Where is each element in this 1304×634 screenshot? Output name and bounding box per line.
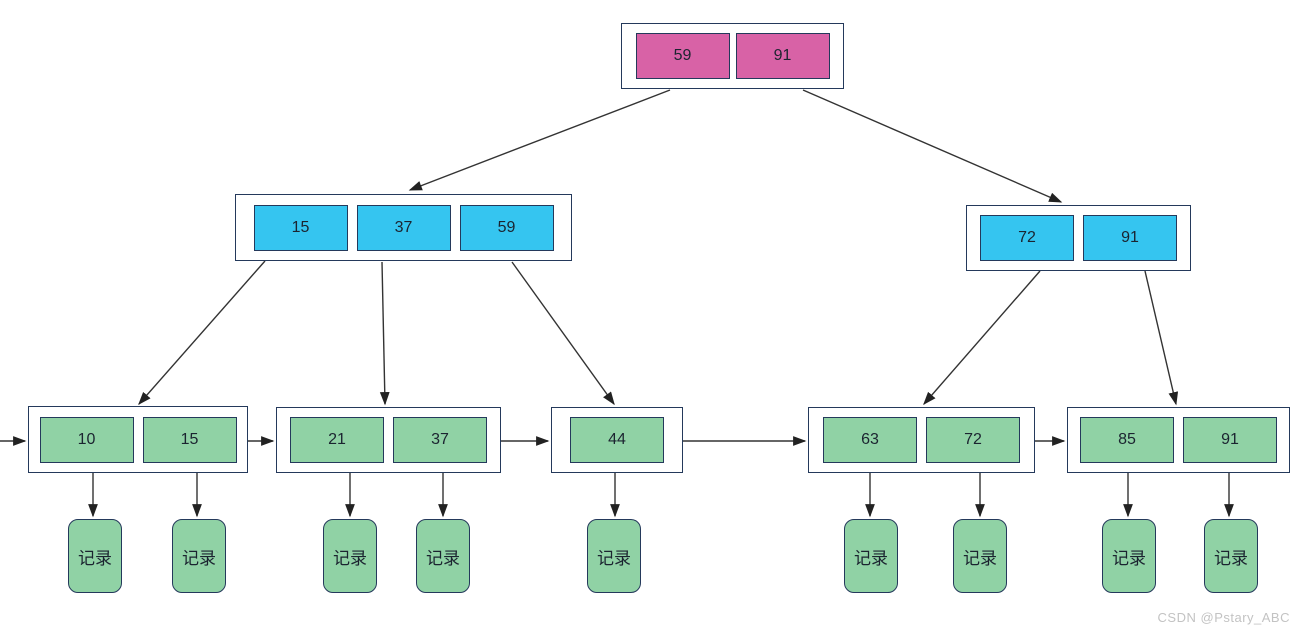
key-cell: 44	[570, 417, 664, 463]
record-box: 记录	[323, 519, 377, 593]
key-cell: 91	[735, 33, 830, 79]
watermark: CSDN @Pstary_ABC	[1157, 610, 1290, 625]
record-box: 记录	[587, 519, 641, 593]
key-cell: 63	[823, 417, 917, 463]
record-box: 记录	[844, 519, 898, 593]
key-cell: 37	[393, 417, 487, 463]
key-cell: 72	[926, 417, 1020, 463]
record-box: 记录	[953, 519, 1007, 593]
arrow-internal-to-leaf5	[1144, 270, 1179, 406]
key-cell: 10	[39, 416, 134, 463]
record-box: 记录	[1204, 519, 1258, 593]
key-cell: 91	[1083, 215, 1177, 261]
key-cell: 21	[290, 417, 384, 463]
record-box: 记录	[172, 519, 226, 593]
record-box: 记录	[416, 519, 470, 593]
arrow-internal-to-leaf4	[923, 270, 1041, 406]
arrow-root-to-right-internal	[802, 89, 1063, 203]
key-cell: 91	[1183, 417, 1277, 463]
record-box: 记录	[68, 519, 122, 593]
key-cell: 37	[356, 204, 451, 251]
record-box: 记录	[1102, 519, 1156, 593]
key-cell: 15	[142, 416, 237, 463]
arrow-internal-to-leaf2	[379, 261, 390, 406]
arrow-root-to-left-internal	[408, 89, 671, 191]
arrow-internal-to-leaf1	[138, 260, 266, 406]
key-cell: 72	[980, 215, 1074, 261]
key-cell: 59	[459, 204, 554, 251]
key-cell: 85	[1080, 417, 1174, 463]
key-cell: 15	[253, 204, 348, 251]
arrow-internal-to-leaf3	[511, 261, 615, 406]
leaf-node-3: 44	[551, 407, 683, 473]
key-cell: 59	[635, 33, 730, 79]
